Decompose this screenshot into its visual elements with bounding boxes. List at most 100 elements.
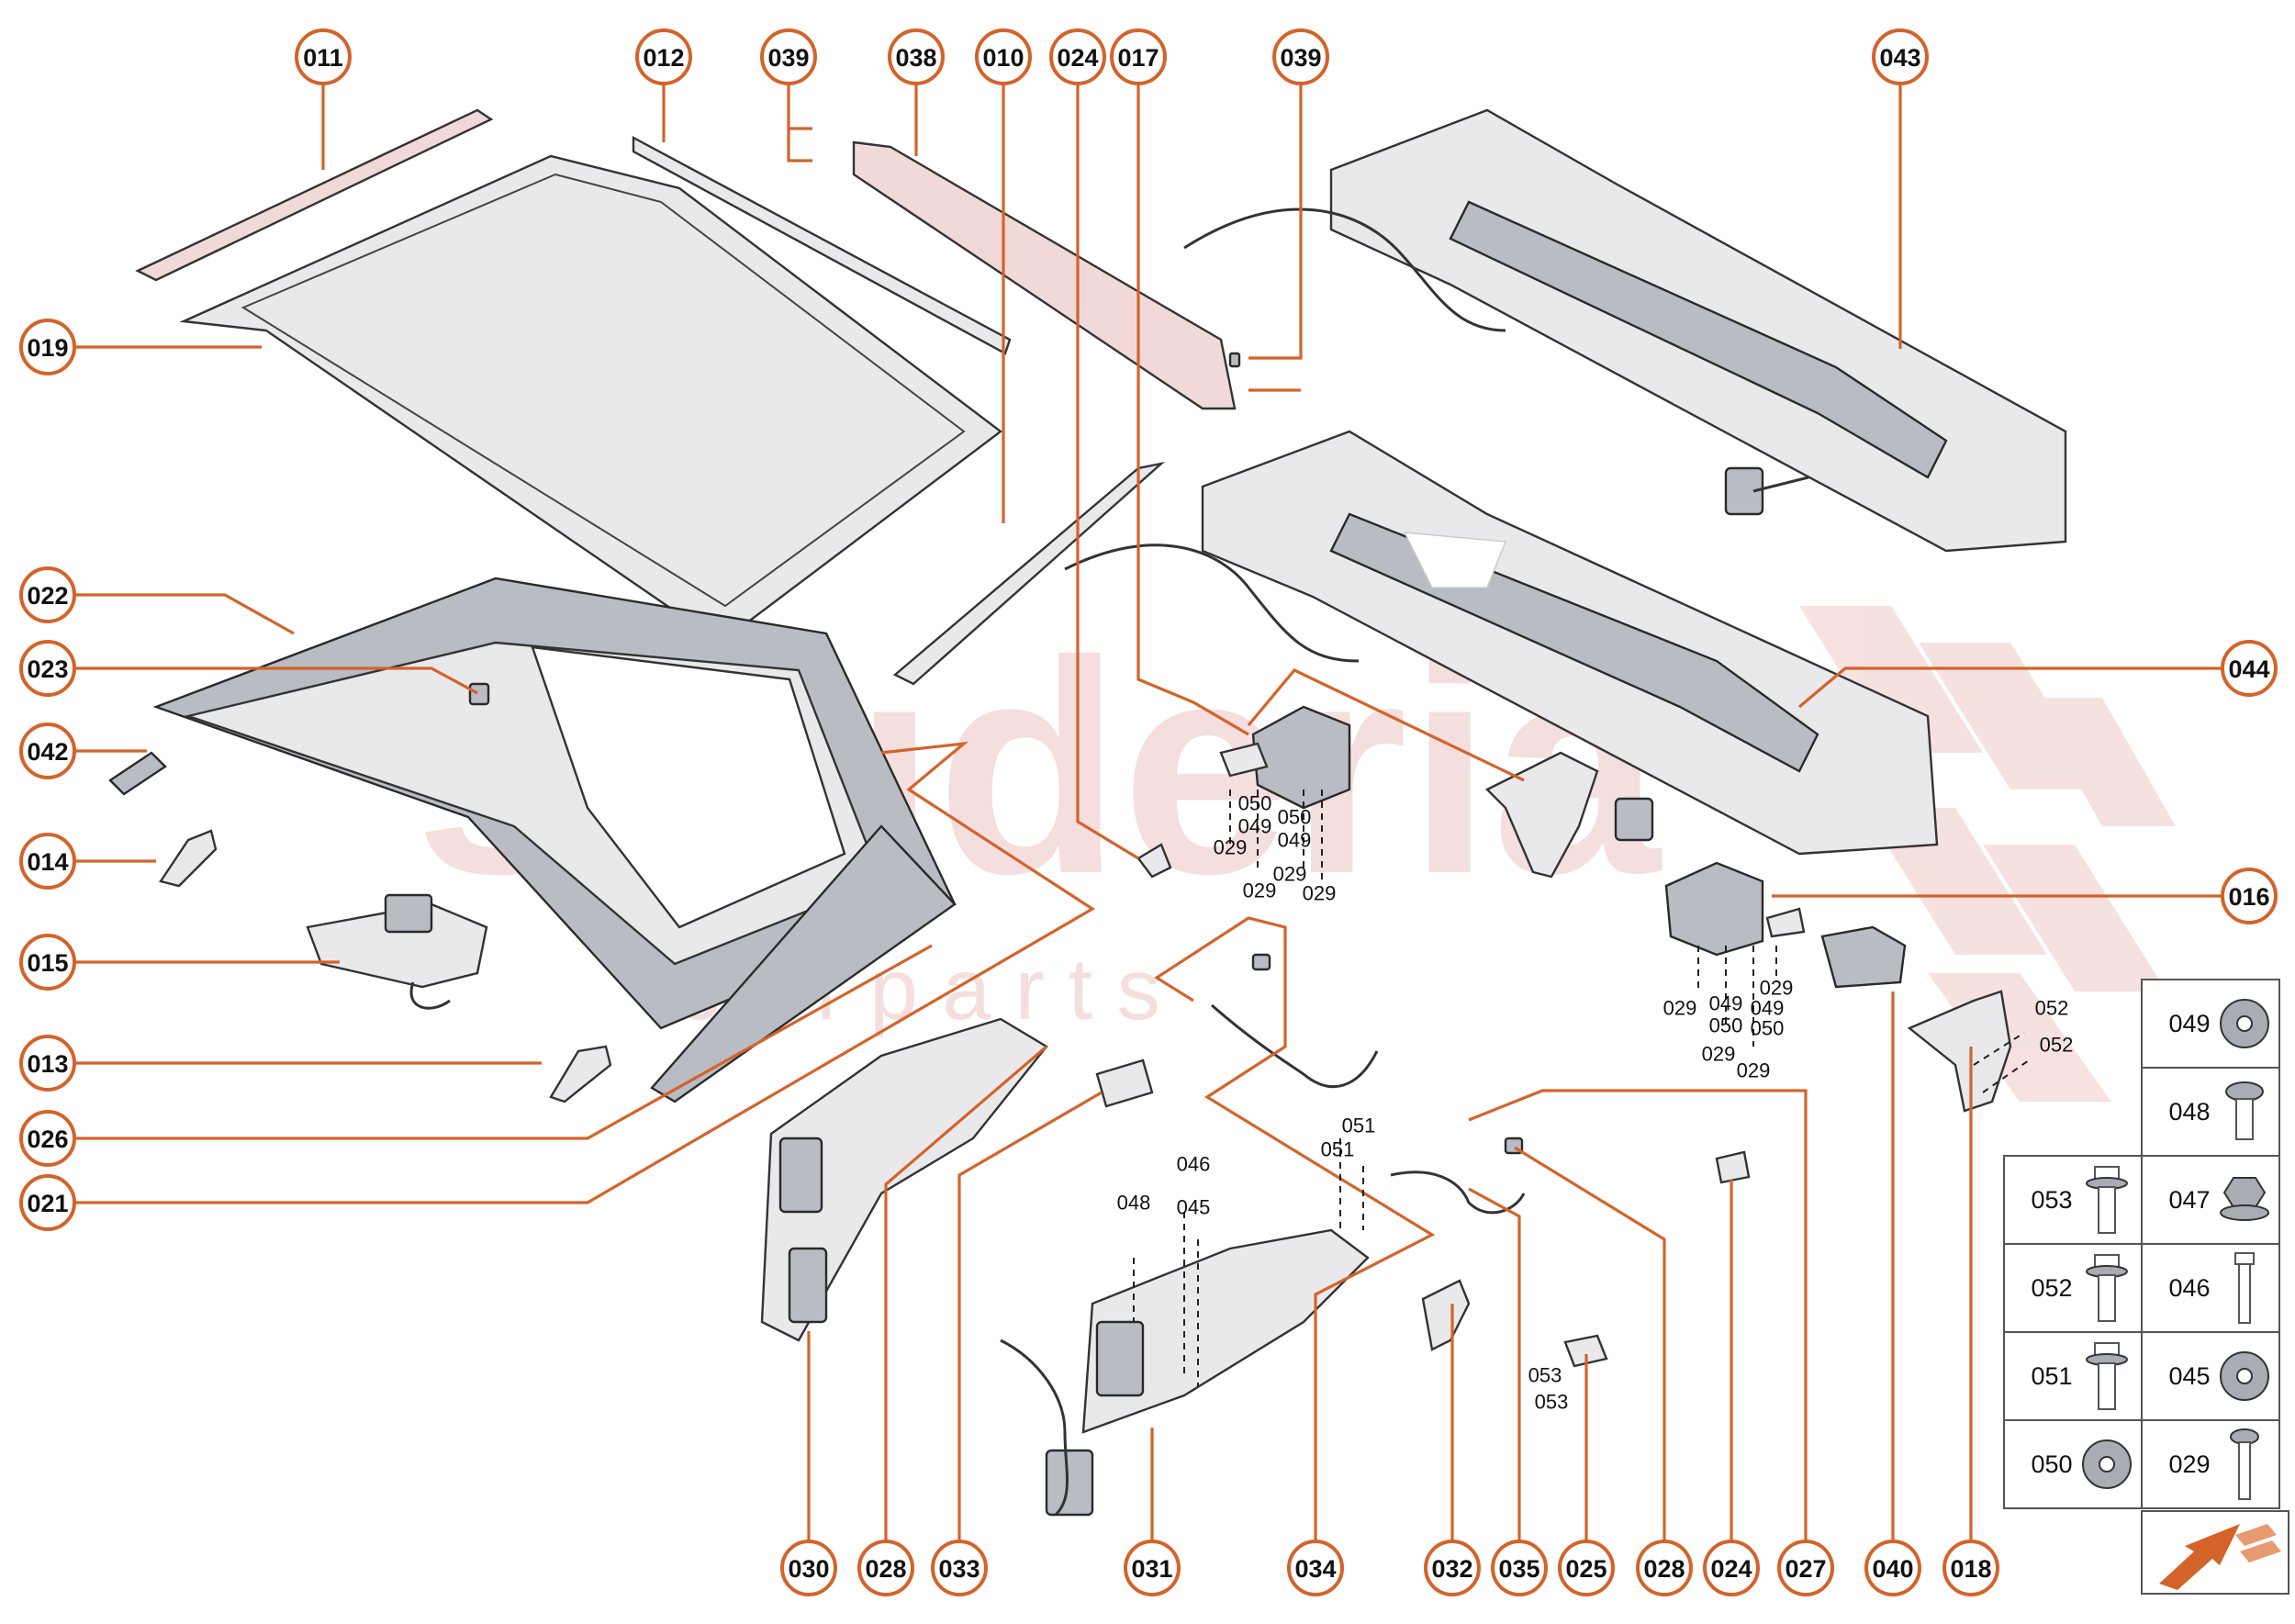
callout-label: 013	[27, 1050, 68, 1078]
callout-circle	[975, 28, 1032, 85]
hardware-label: 048	[2168, 1098, 2210, 1126]
hardware-label: 029	[2168, 1450, 2210, 1478]
bracket-033	[1095, 1058, 1154, 1108]
leader-lines	[75, 75, 2249, 1568]
callout-033: 033	[931, 1540, 988, 1596]
label-050: 050	[1751, 1017, 1785, 1040]
callout-024: 024	[1703, 1540, 1760, 1596]
roof-seal-strip-011	[135, 108, 494, 282]
callout-label: 033	[938, 1555, 980, 1583]
callout-label: 012	[643, 44, 684, 72]
callout-027: 027	[1777, 1540, 1834, 1596]
hardware-cell-053: 053	[2003, 1155, 2143, 1245]
seal-piece-042	[108, 751, 167, 796]
callout-032: 032	[1424, 1540, 1481, 1596]
hardware-cell-047: 047	[2141, 1155, 2280, 1245]
callout-label: 039	[767, 44, 809, 72]
callout-circle	[19, 319, 76, 375]
flange-nut-icon	[2220, 1177, 2269, 1221]
callout-034: 034	[1287, 1540, 1344, 1596]
callout-circle	[888, 28, 945, 85]
label-046: 046	[1177, 1153, 1211, 1176]
bracket-024	[1136, 843, 1172, 879]
bracket-025	[1563, 1334, 1608, 1368]
seal-strip-010	[892, 461, 1166, 686]
button-screw-icon	[2225, 1081, 2264, 1140]
callout-circle	[1110, 28, 1167, 85]
label-029: 029	[1702, 1043, 1736, 1066]
flange-bolt-icon	[2086, 1342, 2128, 1410]
callout-039: 039	[760, 28, 817, 85]
callout-019: 019	[19, 319, 76, 375]
label-051: 051	[1321, 1138, 1355, 1161]
callout-042: 042	[19, 722, 76, 779]
callout-011: 011	[295, 28, 352, 85]
callout-label: 025	[1565, 1555, 1606, 1583]
callout-circle	[1272, 28, 1329, 85]
callout-label: 040	[1872, 1555, 1913, 1583]
callout-label: 014	[27, 848, 68, 876]
callout-circle	[19, 833, 76, 890]
callout-label: 016	[2228, 883, 2269, 911]
callout-010: 010	[975, 28, 1032, 85]
callout-label: 024	[1710, 1555, 1752, 1583]
callout-label: 022	[27, 582, 68, 610]
callout-018: 018	[1942, 1540, 1999, 1596]
callout-circle	[1872, 28, 1929, 85]
callout-label: 042	[27, 738, 68, 766]
callout-014: 014	[19, 833, 76, 890]
hardware-cell-046: 046	[2141, 1243, 2280, 1333]
checkered-flag-icon	[1799, 606, 2176, 1102]
clip-039	[1228, 352, 1241, 368]
flange-bolt-icon	[2086, 1254, 2128, 1322]
callout-label: 032	[1431, 1555, 1472, 1583]
hardware-label: 049	[2168, 1010, 2210, 1037]
callout-017: 017	[1110, 28, 1167, 85]
orientation-arrow-icon	[2141, 1510, 2289, 1595]
label-049: 049	[1278, 829, 1312, 852]
callout-label: 023	[27, 655, 68, 683]
long-screw-icon	[2234, 1252, 2255, 1324]
callout-022: 022	[19, 566, 76, 623]
callout-label: 038	[895, 44, 936, 72]
callout-024: 024	[1049, 28, 1106, 85]
callout-label: 024	[1057, 44, 1098, 72]
fastener-dashes	[1133, 790, 2030, 1386]
bracket-plate	[1484, 751, 1599, 879]
label-051: 051	[1342, 1114, 1376, 1137]
label-053: 053	[1528, 1364, 1562, 1387]
latch-assembly-015	[306, 893, 488, 1010]
callout-label: 044	[2228, 655, 2269, 683]
callout-circle	[857, 1540, 914, 1596]
hose-027	[1211, 1003, 1379, 1089]
label-049: 049	[1751, 997, 1785, 1020]
label-050: 050	[1709, 1014, 1743, 1037]
hinge-unit-016	[1664, 861, 1806, 957]
callout-circle	[931, 1540, 988, 1596]
callout-circle	[1124, 1540, 1181, 1596]
hose-035	[1390, 1170, 1526, 1215]
callout-label: 035	[1498, 1555, 1539, 1583]
label-029: 029	[1663, 997, 1697, 1020]
callout-circle	[19, 722, 76, 779]
highlight-panel	[1403, 532, 1507, 588]
callout-030: 030	[780, 1540, 837, 1596]
callout-040: 040	[1864, 1540, 1921, 1596]
callout-044: 044	[2221, 640, 2278, 697]
callout-circle	[1558, 1540, 1615, 1596]
pan-head-screw-icon	[2230, 1428, 2259, 1500]
fastener-labels: 050 049 029 050 049 029 029 029 029 049 …	[1117, 792, 2074, 1414]
hardware-cell-045: 045	[2141, 1331, 2280, 1421]
hardware-cell-051: 051	[2003, 1331, 2143, 1421]
callout-circle	[19, 1110, 76, 1167]
bracket-014	[159, 829, 218, 888]
hardware-label: 046	[2168, 1274, 2210, 1302]
callout-label: 015	[27, 949, 68, 977]
washer-icon	[2220, 999, 2269, 1048]
label-049: 049	[1709, 992, 1743, 1015]
hardware-label: 052	[2031, 1274, 2072, 1302]
callout-012: 012	[635, 28, 692, 85]
hardware-label: 045	[2168, 1362, 2210, 1390]
callout-013: 013	[19, 1035, 76, 1092]
